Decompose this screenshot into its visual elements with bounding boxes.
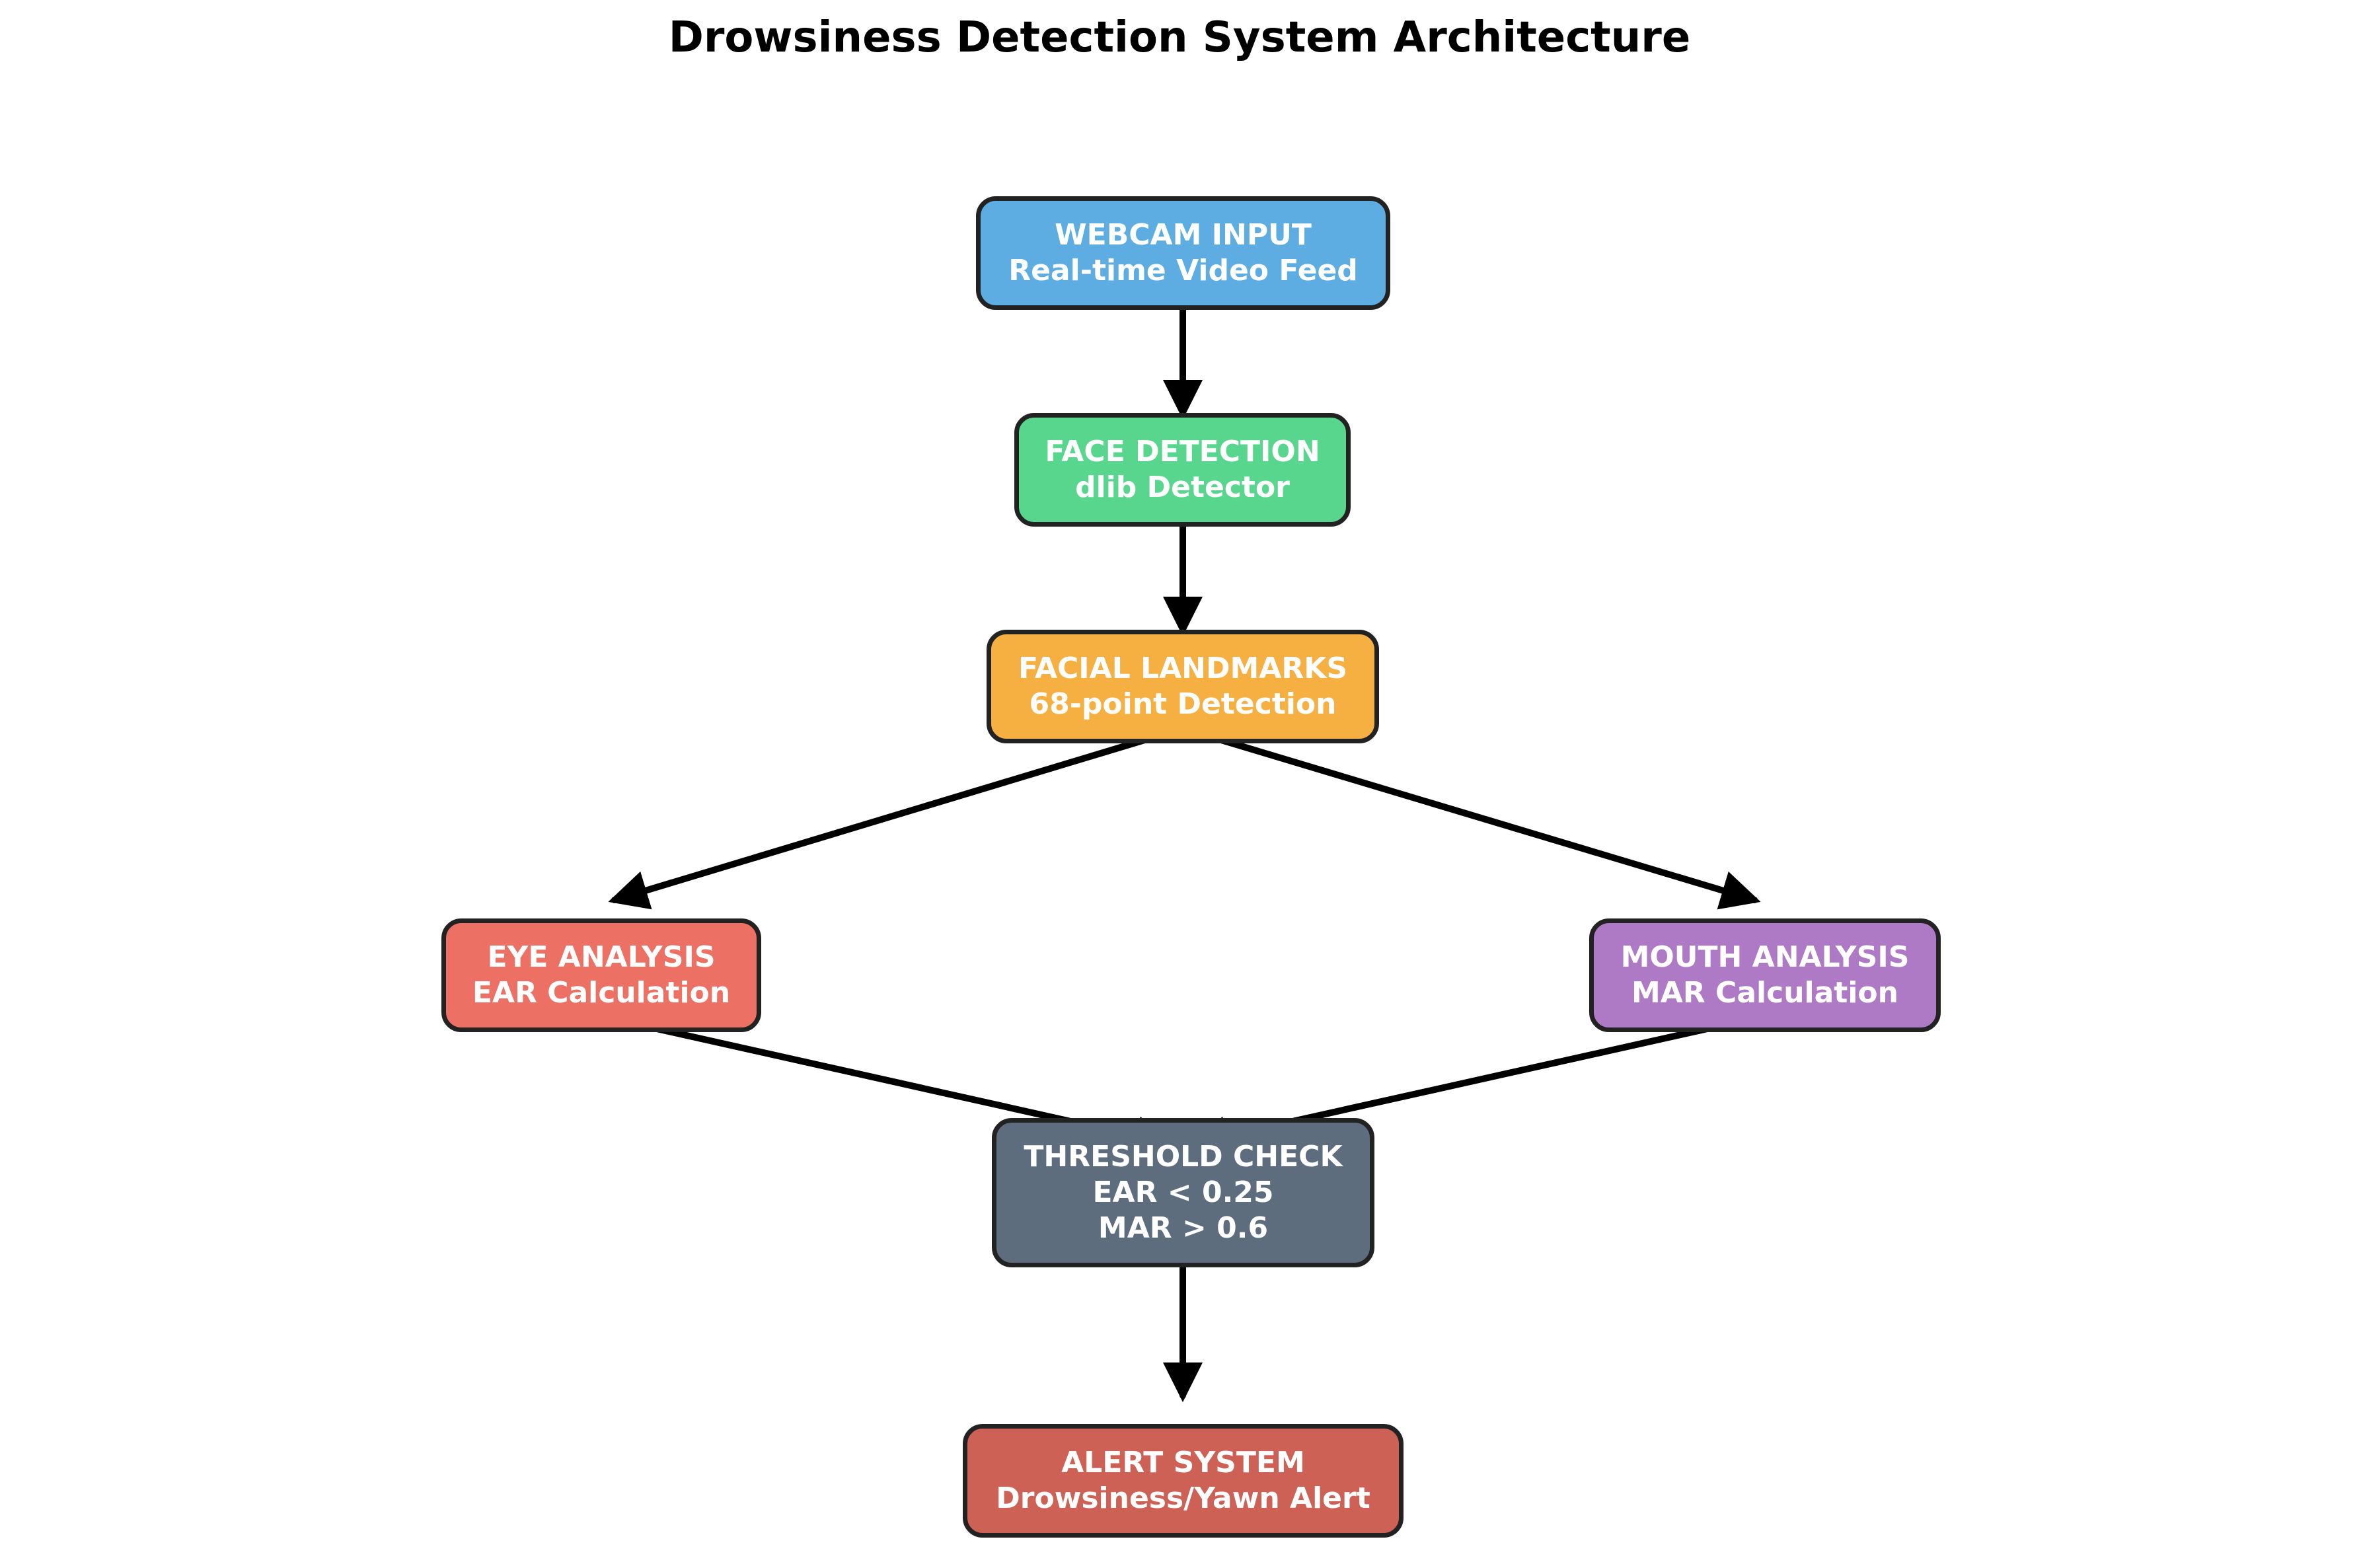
- node-webcam-title: WEBCAM INPUT: [1055, 218, 1312, 252]
- node-threshold-ear-rule: EAR < 0.25: [1092, 1176, 1274, 1209]
- node-threshold-check: THRESHOLD CHECK EAR < 0.25 MAR > 0.6: [992, 1118, 1374, 1267]
- node-webcam-subtitle: Real-time Video Feed: [1008, 254, 1358, 287]
- node-threshold-title: THRESHOLD CHECK: [1024, 1140, 1343, 1174]
- edge-landmarks-to-mouth: [1185, 727, 1761, 910]
- node-alert-title: ALERT SYSTEM: [1061, 1446, 1305, 1479]
- node-eye-subtitle: EAR Calculation: [472, 976, 731, 1010]
- node-eye-analysis: EYE ANALYSIS EAR Calculation: [441, 918, 761, 1032]
- node-face-subtitle: dlib Detector: [1075, 470, 1290, 504]
- node-mouth-subtitle: MAR Calculation: [1631, 976, 1898, 1010]
- node-alert-system: ALERT SYSTEM Drowsiness/Yawn Alert: [963, 1424, 1404, 1538]
- node-alert-subtitle: Drowsiness/Yawn Alert: [996, 1481, 1370, 1515]
- node-mouth-analysis: MOUTH ANALYSIS MAR Calculation: [1589, 918, 1941, 1032]
- node-face-title: FACE DETECTION: [1045, 435, 1320, 468]
- node-webcam-input: WEBCAM INPUT Real-time Video Feed: [976, 196, 1390, 310]
- node-landmarks-title: FACIAL LANDMARKS: [1018, 652, 1348, 685]
- node-threshold-mar-rule: MAR > 0.6: [1098, 1211, 1269, 1245]
- node-facial-landmarks: FACIAL LANDMARKS 68-point Detection: [987, 630, 1379, 743]
- node-face-detection: FACE DETECTION dlib Detector: [1014, 413, 1351, 527]
- node-mouth-title: MOUTH ANALYSIS: [1620, 940, 1910, 974]
- edge-landmarks-to-eye: [608, 727, 1181, 910]
- node-landmarks-subtitle: 68-point Detection: [1029, 687, 1337, 721]
- node-eye-title: EYE ANALYSIS: [487, 940, 716, 974]
- diagram-title: Drowsiness Detection System Architecture: [668, 13, 1691, 62]
